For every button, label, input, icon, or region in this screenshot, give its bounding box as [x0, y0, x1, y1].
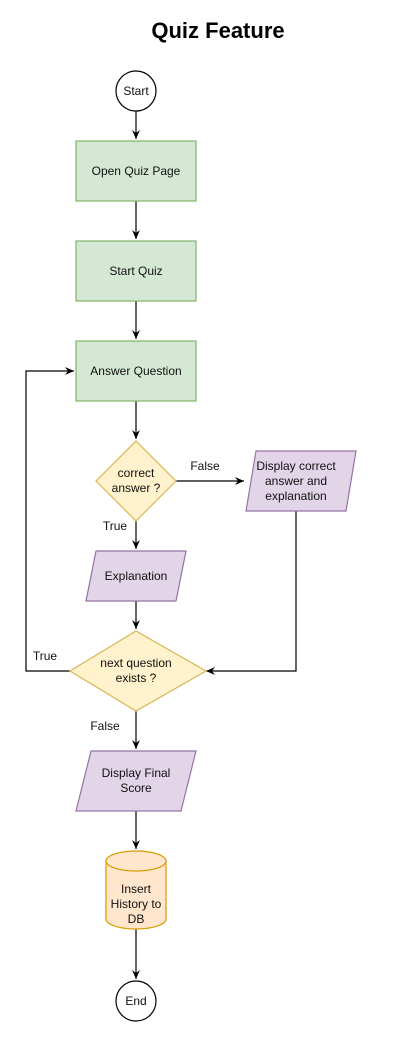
display-correct-line2: answer and [265, 474, 327, 488]
correct-answer-decision [95, 440, 177, 522]
insert-history-line1: Insert [121, 882, 152, 896]
explanation-io [85, 550, 187, 602]
display-correct-line3: explanation [265, 489, 326, 503]
correct-answer-line2: answer ? [112, 481, 161, 495]
open-quiz-page-box [75, 140, 197, 202]
edge-label-next-false: False [90, 719, 120, 733]
next-question-line1: next question [100, 656, 171, 670]
insert-history-db [105, 850, 167, 930]
open-quiz-page-label: Open Quiz Page [92, 164, 181, 178]
edge-label-correct-true: True [103, 519, 128, 533]
end-label: End [125, 994, 146, 1008]
next-question-decision [68, 630, 208, 712]
display-final-score-line1: Display Final [102, 766, 171, 780]
insert-history-line3: DB [128, 912, 145, 926]
explanation-label: Explanation [105, 569, 168, 583]
answer-question-box [75, 340, 197, 402]
end-node [115, 980, 157, 1022]
connectors [25, 111, 297, 979]
diagram-title: Quiz Feature [151, 18, 284, 43]
display-final-score-io [75, 750, 197, 812]
start-quiz-label: Start Quiz [109, 264, 162, 278]
next-question-line2: exists ? [116, 671, 157, 685]
edge-label-correct-false: False [190, 459, 220, 473]
start-label: Start [123, 84, 149, 98]
display-correct-io [245, 450, 357, 512]
edge-display-correct-to-next [206, 511, 297, 675]
insert-history-line2: History to [111, 897, 162, 911]
answer-question-label: Answer Question [90, 364, 181, 378]
correct-answer-line1: correct [118, 466, 155, 480]
edge-next-true-loop [25, 367, 74, 672]
display-correct-line1: Display correct [256, 459, 336, 473]
display-final-score-line2: Score [120, 781, 152, 795]
edge-label-next-true: True [33, 649, 58, 663]
start-node [115, 70, 157, 112]
start-quiz-box [75, 240, 197, 302]
